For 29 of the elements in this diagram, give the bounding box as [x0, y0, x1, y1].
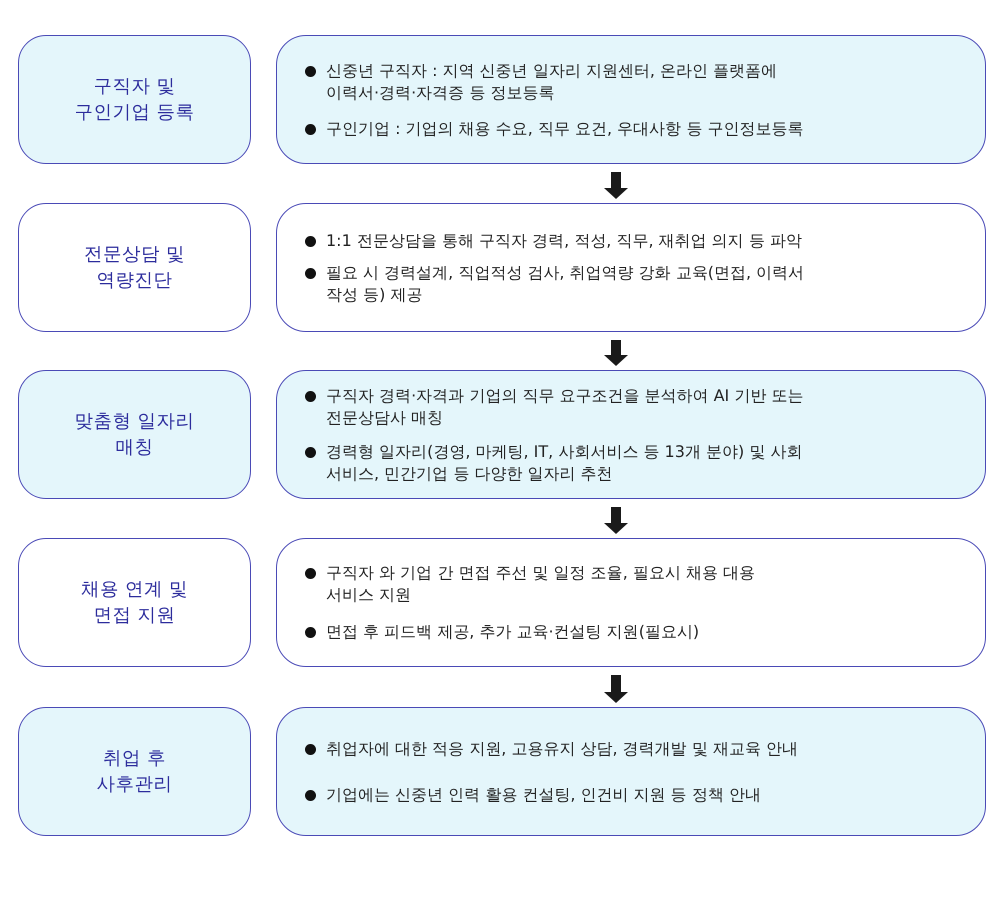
detail-box	[276, 707, 986, 836]
step-title: 채용 연계 및 면접 지원	[80, 578, 189, 628]
detail-text: 경력형 일자리(경영, 마케팅, IT, 사회서비스 등 13개 분야) 및 사회 서비스, 민간기업 등 다양한 일자리 추천	[326, 440, 804, 484]
detail-text: 구직자 와 기업 간 면접 주선 및 일정 조율, 필요시 채용 대용 서비스 지원	[326, 562, 756, 606]
detail-text: 구인기업 : 기업의 채용 수요, 직무 요건, 우대사항 등 구인정보등록	[326, 118, 804, 140]
detail-text: 구직자 경력·자격과 기업의 직무 요구조건을 분석하여 AI 기반 또는 전문상담사 매칭	[326, 384, 804, 428]
detail-text: 신중년 구직자 : 지역 신중년 일자리 지원센터, 온라인 플랫폼에 이력서·경력·자격증 등 정보등록	[326, 60, 778, 104]
step-title: 취업 후 사후관리	[96, 746, 174, 796]
detail-box	[276, 35, 986, 164]
detail-text: 1:1 전문상담을 통해 구직자 경력, 적성, 직무, 재취업 의지 등 파악	[326, 230, 802, 252]
detail-text: 취업자에 대한 적응 지원, 고용유지 상담, 경력개발 및 재교육 안내	[326, 738, 798, 760]
step-title: 전문상담 및 역량진단	[83, 242, 186, 292]
step-title: 맞춤형 일자리 매칭	[74, 410, 196, 460]
step-box	[18, 203, 251, 332]
step-box	[18, 370, 251, 499]
down-arrow	[604, 507, 628, 534]
down-arrow	[604, 172, 628, 199]
detail-box	[276, 538, 986, 667]
detail-box	[276, 370, 986, 499]
detail-text: 기업에는 신중년 인력 활용 컨설팅, 인건비 지원 등 정책 안내	[326, 784, 761, 806]
step-box	[18, 35, 251, 164]
detail-box	[276, 203, 986, 332]
detail-text: 면접 후 피드백 제공, 추가 교육·컨설팅 지원(필요시)	[326, 621, 700, 643]
down-arrow	[604, 675, 628, 703]
step-box	[18, 538, 251, 667]
step-box	[18, 707, 251, 836]
step-title: 구직자 및 구인기업 등록	[74, 74, 196, 124]
detail-text: 필요 시 경력설계, 직업적성 검사, 취업역량 강화 교육(면접, 이력서 작성 등) 제공	[326, 262, 806, 306]
down-arrow	[604, 340, 628, 366]
